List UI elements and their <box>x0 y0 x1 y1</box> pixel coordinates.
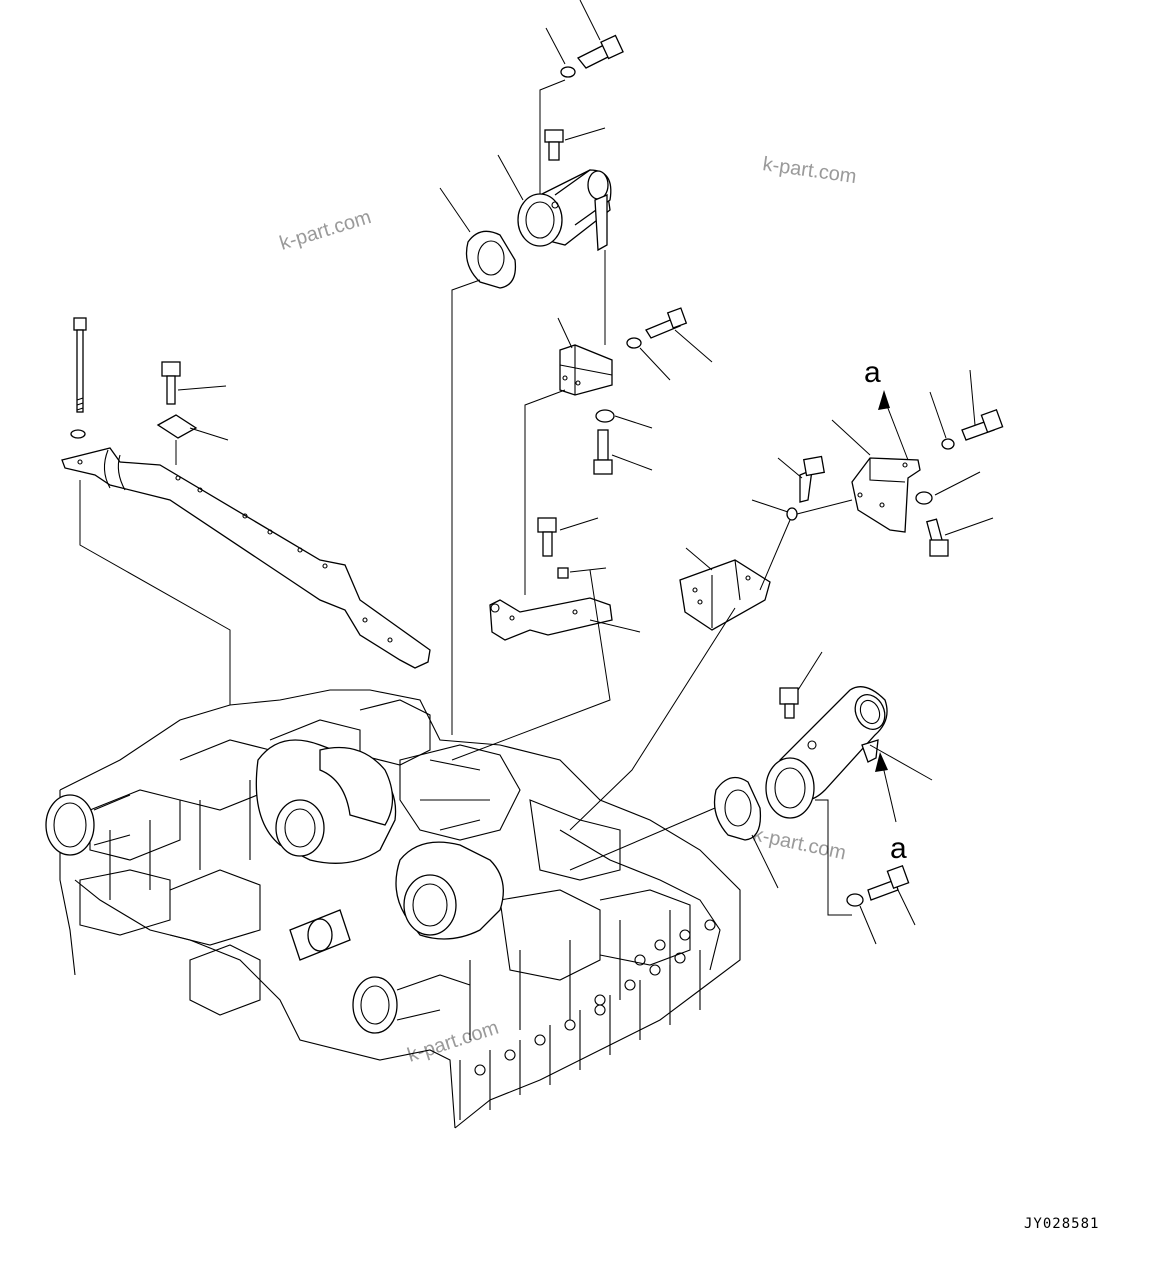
watermark-2: k-part.com <box>761 153 858 188</box>
view-arrow-lower <box>875 752 897 823</box>
bolt-3 <box>645 307 688 339</box>
bolt-top <box>576 34 624 69</box>
bolt-elbow <box>544 129 564 161</box>
view-label-lower: a <box>890 832 907 865</box>
shim-plate <box>156 414 198 439</box>
engine-block <box>45 689 741 1129</box>
gasket-lower <box>713 776 762 841</box>
exhaust-pipe-upper <box>517 169 612 252</box>
bolt-8 <box>799 455 826 503</box>
bolt-9 <box>779 687 799 719</box>
exhaust-elbow-lower <box>765 686 888 819</box>
bolt-6 <box>961 408 1004 441</box>
bolt-5 <box>537 517 557 557</box>
watermark-3: k-part.com <box>751 823 848 864</box>
view-label-upper: a <box>864 356 881 389</box>
drawing-code: JY028581 <box>1024 1216 1099 1232</box>
bolt-2 <box>161 361 181 405</box>
support-rail <box>61 447 431 669</box>
washer-2 <box>626 337 642 349</box>
bolt-7 <box>926 518 949 557</box>
washer-5 <box>786 507 798 521</box>
bolt-10 <box>867 864 910 901</box>
washer-6 <box>846 893 864 907</box>
nut <box>557 567 569 579</box>
corner-bracket-right <box>851 457 921 533</box>
block-bracket <box>679 559 771 631</box>
washer-3 <box>941 438 955 450</box>
view-arrow-upper <box>878 390 909 461</box>
long-bolt <box>73 317 87 413</box>
washer-4 <box>915 491 933 505</box>
washer-1 <box>70 429 86 439</box>
mount-bracket-lower <box>489 597 613 641</box>
gasket-upper <box>465 230 517 289</box>
watermark-4: k-part.com <box>405 1017 502 1067</box>
watermark-1: k-part.com <box>277 206 374 255</box>
mount-bracket-upper <box>559 344 613 396</box>
lock-washer <box>595 409 615 423</box>
bolt-4 <box>593 429 613 475</box>
washer-top <box>560 66 576 78</box>
